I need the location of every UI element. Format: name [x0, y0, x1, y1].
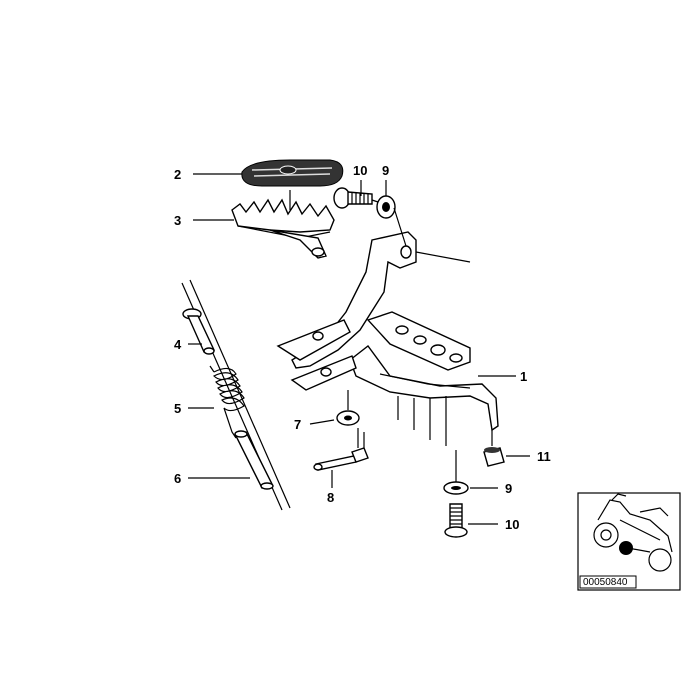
washer-7[interactable] — [336, 410, 360, 426]
rubber-buffer[interactable] — [483, 447, 505, 467]
callout-8: 8 — [327, 490, 334, 505]
reference-line — [415, 251, 471, 263]
washer-upper[interactable] — [376, 195, 396, 219]
callout-11: 11 — [537, 449, 551, 464]
bolt-lower[interactable] — [444, 503, 468, 538]
callout-3: 3 — [174, 213, 181, 228]
callout-9-lower: 9 — [505, 481, 512, 496]
split-pin[interactable] — [313, 428, 369, 471]
callout-labels: 2 3 4 5 6 7 8 1 11 10 9 9 10 — [174, 163, 551, 532]
washer-lower[interactable] — [443, 481, 469, 495]
pivot-pin[interactable] — [182, 308, 216, 355]
callout-4: 4 — [174, 337, 182, 352]
motorcycle-icon — [593, 493, 673, 572]
footrest[interactable] — [231, 190, 335, 259]
leader-lines — [188, 173, 530, 525]
callout-6: 6 — [174, 471, 181, 486]
callout-7: 7 — [294, 417, 301, 432]
callout-10-upper: 10 — [353, 163, 367, 178]
location-inset: 00050840 — [577, 492, 681, 591]
callout-1: 1 — [520, 369, 527, 384]
reference-code: 00050840 — [583, 577, 628, 588]
callout-2: 2 — [174, 167, 181, 182]
main-bracket[interactable] — [276, 231, 499, 446]
footpeg-rubber[interactable] — [241, 159, 344, 187]
callout-5: 5 — [174, 401, 181, 416]
return-spring[interactable] — [209, 365, 245, 439]
callout-9-upper: 9 — [382, 163, 389, 178]
location-marker — [619, 541, 633, 555]
sleeve[interactable] — [234, 430, 274, 490]
bolt-upper[interactable] — [333, 187, 373, 209]
callout-10-lower: 10 — [505, 517, 519, 532]
